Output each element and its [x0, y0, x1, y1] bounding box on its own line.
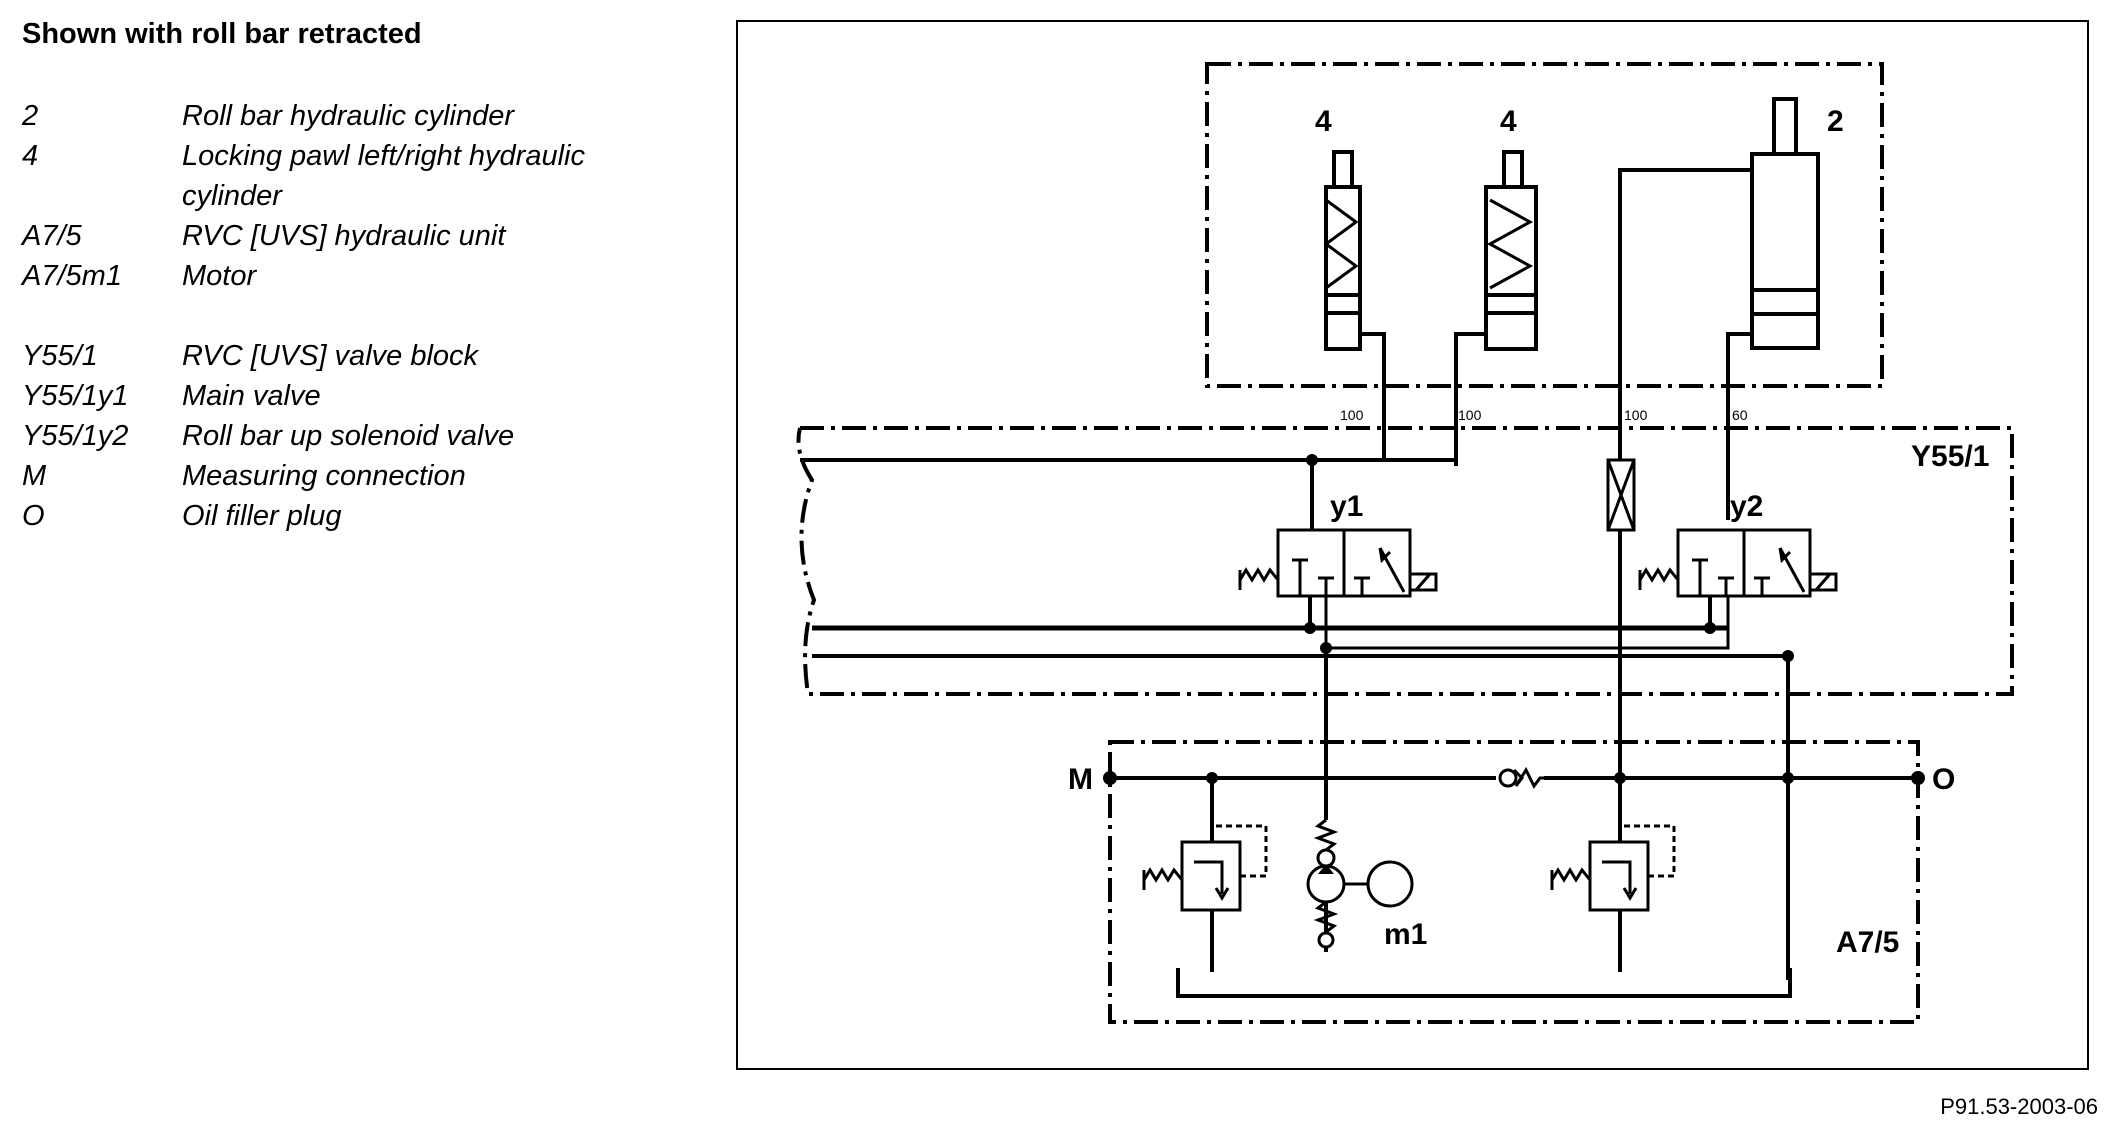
port-label: 100 — [1340, 407, 1364, 423]
legend-description: Main valve — [182, 380, 321, 412]
legend-item: 4 Locking pawl left/right hydraulic cyli… — [22, 136, 662, 216]
label-oil-filler: O — [1932, 763, 1955, 796]
pump-with-motor — [1306, 818, 1414, 949]
port-label: 100 — [1624, 407, 1648, 423]
junction-dot — [1206, 772, 1218, 784]
legend-description: Roll bar up solenoid valve — [182, 420, 515, 452]
legend-item: Y55/1y1 Main valve — [22, 376, 662, 416]
locking-pawl-cylinder-left — [1323, 150, 1386, 450]
label-valve-y1: y1 — [1330, 490, 1363, 523]
junction-dots — [1304, 454, 1794, 662]
legend-item: 2 Roll bar hydraulic cylinder — [22, 96, 662, 136]
legend-code: A7/5 — [22, 220, 82, 252]
pressure-relief-valve-left — [1142, 824, 1268, 912]
main-valve-y1 — [1238, 528, 1438, 598]
label-hydraulic-unit: A7/5 — [1836, 926, 1899, 959]
legend-code: Y55/1y1 — [22, 380, 129, 412]
diagram-frame — [736, 20, 2089, 1070]
legend-title: Shown with roll bar retracted — [22, 18, 422, 50]
label-measuring-connection: M — [1068, 763, 1093, 796]
legend-description: Roll bar hydraulic cylinder — [182, 100, 515, 132]
legend-code: 4 — [22, 140, 39, 172]
locking-pawl-cylinder-right — [1454, 150, 1538, 466]
restrictor-check-symbol — [1606, 458, 1636, 532]
port-label: 100 — [1458, 407, 1482, 423]
check-valve — [1498, 766, 1544, 789]
legend-code: Y55/1y2 — [22, 420, 129, 452]
figure-id: P91.53-2003-06 — [1940, 1094, 2098, 1119]
legend-item: Y55/1 RVC [UVS] valve block — [22, 336, 662, 376]
junction-dot — [1782, 772, 1794, 784]
legend-description: Oil filler plug — [182, 500, 342, 532]
legend-description: Measuring connection — [182, 460, 466, 492]
label-pawl-right: 4 — [1500, 105, 1517, 138]
legend-code: M — [22, 460, 47, 492]
roll-bar-cylinder — [1618, 97, 1820, 466]
oil-filler-dot — [1911, 771, 1925, 785]
legend: 2 Roll bar hydraulic cylinder 4 Locking … — [22, 96, 662, 536]
legend-item: Y55/1y2 Roll bar up solenoid valve — [22, 416, 662, 456]
legend-code: O — [22, 500, 45, 532]
legend-item: M Measuring connection — [22, 456, 662, 496]
legend-item: O Oil filler plug — [22, 496, 662, 536]
pressure-relief-valve-right — [1550, 824, 1676, 912]
valve-block-box — [796, 426, 2014, 696]
legend-code: Y55/1 — [22, 340, 98, 372]
legend-description: Locking pawl left/right hydraulic cylind… — [182, 140, 585, 212]
label-motor: m1 — [1384, 918, 1427, 951]
legend-code: A7/5m1 — [22, 260, 122, 292]
label-valve-y2: y2 — [1730, 490, 1763, 523]
hydraulic-unit-box — [1108, 740, 1920, 1024]
legend-description: Motor — [182, 260, 257, 292]
solenoid-valve-y2 — [1638, 528, 1838, 598]
measuring-connection-dot — [1103, 771, 1117, 785]
label-valve-block: Y55/1 — [1911, 440, 1989, 473]
label-pawl-left: 4 — [1315, 105, 1332, 138]
legend-description: RVC [UVS] valve block — [182, 340, 479, 372]
junction-dot — [1614, 772, 1626, 784]
legend-item: A7/5 RVC [UVS] hydraulic unit — [22, 216, 662, 256]
legend-code: 2 — [22, 100, 39, 132]
port-label: 60 — [1732, 407, 1748, 423]
legend-description: RVC [UVS] hydraulic unit — [182, 220, 506, 252]
cylinder-group-box — [1205, 62, 1884, 388]
legend-item: A7/5m1 Motor — [22, 256, 662, 296]
label-roll-bar-cylinder: 2 — [1827, 105, 1844, 138]
